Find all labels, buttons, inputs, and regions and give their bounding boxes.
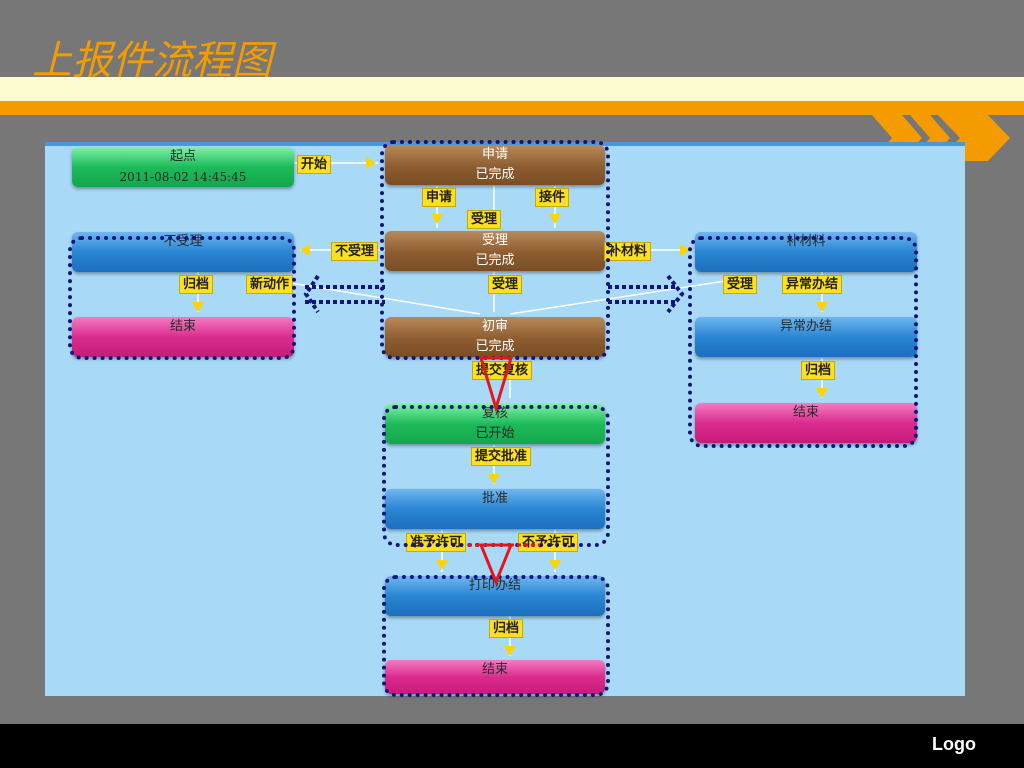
node-end-left-title: 结束 [169,319,196,334]
arrowhead-icon [366,157,376,169]
arrowhead-icon [436,560,448,570]
arrowhead-icon [488,474,500,484]
arrowhead-icon [300,244,310,256]
node-approve[interactable]: 批准 [385,489,605,529]
highlight-group-supplement [688,236,918,448]
node-start-title: 起点 [169,149,196,164]
label-supplement-accept[interactable]: 受理 [723,275,758,294]
arrowhead-icon [816,302,828,312]
logo: Logo [932,734,976,754]
label-print-archive[interactable]: 归档 [489,619,524,638]
node-start[interactable]: 起点 2011-08-02 14:45:45 [72,147,294,187]
node-abnormal-title: 异常办结 [779,319,832,334]
header-band-orange [0,101,1024,115]
panel-top-border [45,142,965,146]
label-submit-review[interactable]: 提交复核 [472,361,533,380]
node-apply[interactable]: 申请 已完成 [385,145,605,185]
node-end-center[interactable]: 结束 [385,660,605,694]
header-band-light [0,77,1024,101]
label-to-supplement[interactable]: 补材料 [604,242,652,261]
slide-title: 上报件流程图 [32,38,272,84]
arrowhead-icon [504,646,516,656]
label-to-reject[interactable]: 不受理 [331,242,379,261]
node-initial-review-status: 已完成 [475,339,515,354]
arrowhead-icon [816,388,828,398]
label-apply-b[interactable]: 接件 [535,188,570,207]
node-approve-title: 批准 [481,491,508,506]
label-submit-approve[interactable]: 提交批准 [471,447,532,466]
highlight-group-reject [68,236,296,360]
node-accept[interactable]: 受理 已完成 [385,231,605,271]
node-initial-review-title: 初审 [481,319,508,334]
footer-bar: Logo [0,724,1024,768]
node-apply-title: 申请 [481,147,508,162]
label-start-to-apply[interactable]: 开始 [297,155,332,174]
arrowhead-icon [192,302,204,312]
node-end-right[interactable]: 结束 [695,403,917,443]
node-start-timestamp: 2011-08-02 14:45:45 [119,170,247,184]
node-end-center-title: 结束 [481,662,508,677]
node-accept-title: 受理 [481,233,508,248]
label-to-accept[interactable]: 受理 [467,210,502,229]
highlight-group-main [380,140,610,360]
node-end-left[interactable]: 结束 [72,317,294,357]
node-end-right-title: 结束 [792,405,819,420]
arrowhead-icon [680,244,690,256]
highlight-group-review [382,405,610,547]
label-reject-archive[interactable]: 归档 [179,275,214,294]
arrowhead-icon [549,214,561,224]
arrowhead-icon [431,214,443,224]
node-abnormal[interactable]: 异常办结 [695,317,917,357]
label-apply-a[interactable]: 申请 [422,188,457,207]
label-supplement-abnormal[interactable]: 异常办结 [782,275,843,294]
node-review-status: 已开始 [475,426,515,441]
highlight-group-print [382,575,610,697]
arrowhead-icon [549,560,561,570]
label-to-initial[interactable]: 受理 [488,275,523,294]
node-accept-status: 已完成 [475,253,515,268]
node-apply-status: 已完成 [475,167,515,182]
node-initial-review[interactable]: 初审 已完成 [385,317,605,357]
label-abnormal-archive[interactable]: 归档 [801,361,836,380]
